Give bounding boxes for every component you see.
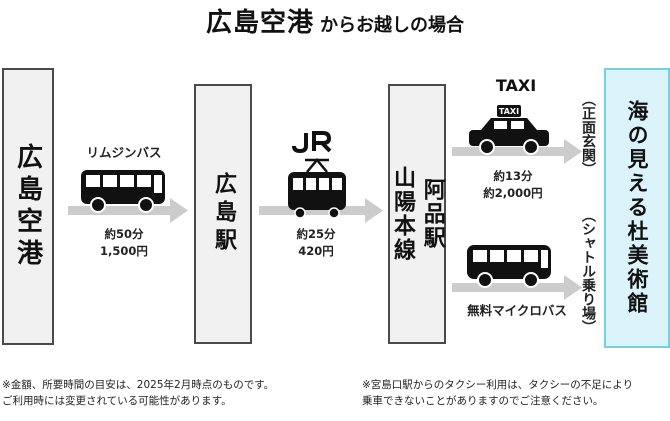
- footnote-left-line1: ※金額、所要時間の目安は、2025年2月時点のものです。: [2, 379, 275, 391]
- train-time: 約25分: [296, 227, 336, 241]
- taxi-fare: 約2,000円: [483, 186, 543, 201]
- jr-logo: JR: [290, 130, 336, 154]
- entrance-main: （正面玄関）: [580, 92, 596, 176]
- taxi-icon: TAXI: [469, 105, 549, 155]
- arrow-icon: [452, 139, 582, 164]
- bus-fare: 1,500円: [100, 244, 148, 259]
- arrow-icon: [452, 275, 582, 300]
- train-icon: [288, 158, 346, 219]
- arrow-icon: [68, 198, 188, 223]
- taxi-sign: TAXI: [499, 107, 519, 116]
- footnote-left: ※金額、所要時間の目安は、2025年2月時点のものです。 ご利用時には変更されて…: [2, 377, 274, 410]
- stop-ajina-station: 山陽本線 阿品駅: [388, 84, 446, 344]
- jr-logo-mark: [292, 131, 332, 154]
- shuttle-label: 無料マイクロバス: [467, 303, 567, 318]
- stop-hiroshima-station: 広島駅: [194, 84, 252, 344]
- bus-time: 約50分: [104, 227, 144, 241]
- page-title: 広島空港からお越しの場合: [0, 2, 670, 39]
- stop-airport-label: 広島空港: [12, 142, 43, 271]
- stop-ajina-label: 阿品駅: [419, 178, 445, 250]
- footnote-right-line2: 乗車できないことがありますのでご注意ください。: [362, 395, 604, 408]
- bus-label: リムジンバス: [86, 145, 162, 160]
- footnote-right: ※宮島口駅からのタクシー利用は、タクシーの不足により 乗車できないことがあります…: [362, 377, 633, 410]
- train-fare: 420円: [298, 244, 334, 259]
- title-sub: からお越しの場合: [320, 15, 464, 36]
- stop-airport: 広島空港: [2, 68, 54, 345]
- train-info: 約25分 420円: [258, 226, 374, 261]
- stop-sanyo-line-label: 山陽本線: [390, 166, 415, 262]
- stop-destination-label: 海の見える杜美術館: [625, 100, 649, 316]
- taxi-info: 約13分 約2,000円: [470, 168, 556, 203]
- arrow-icon: [259, 198, 383, 223]
- entrance-shuttle: （シャトル乗り場）: [580, 208, 596, 334]
- bus-icon: [81, 170, 165, 213]
- stop-hiroshima-label: 広島駅: [211, 172, 236, 256]
- microbus-icon: [467, 245, 551, 288]
- stop-destination: 海の見える杜美術館: [604, 68, 670, 348]
- footnote-right-line1: ※宮島口駅からのタクシー利用は、タクシーの不足により: [362, 379, 634, 391]
- taxi-label: TAXI: [495, 76, 537, 95]
- footnote-left-line2: ご利用時には変更されている可能性があります。: [2, 395, 232, 408]
- bus-info: 約50分 1,500円: [64, 226, 184, 261]
- taxi-time: 約13分: [493, 169, 533, 183]
- title-main: 広島空港: [205, 8, 314, 38]
